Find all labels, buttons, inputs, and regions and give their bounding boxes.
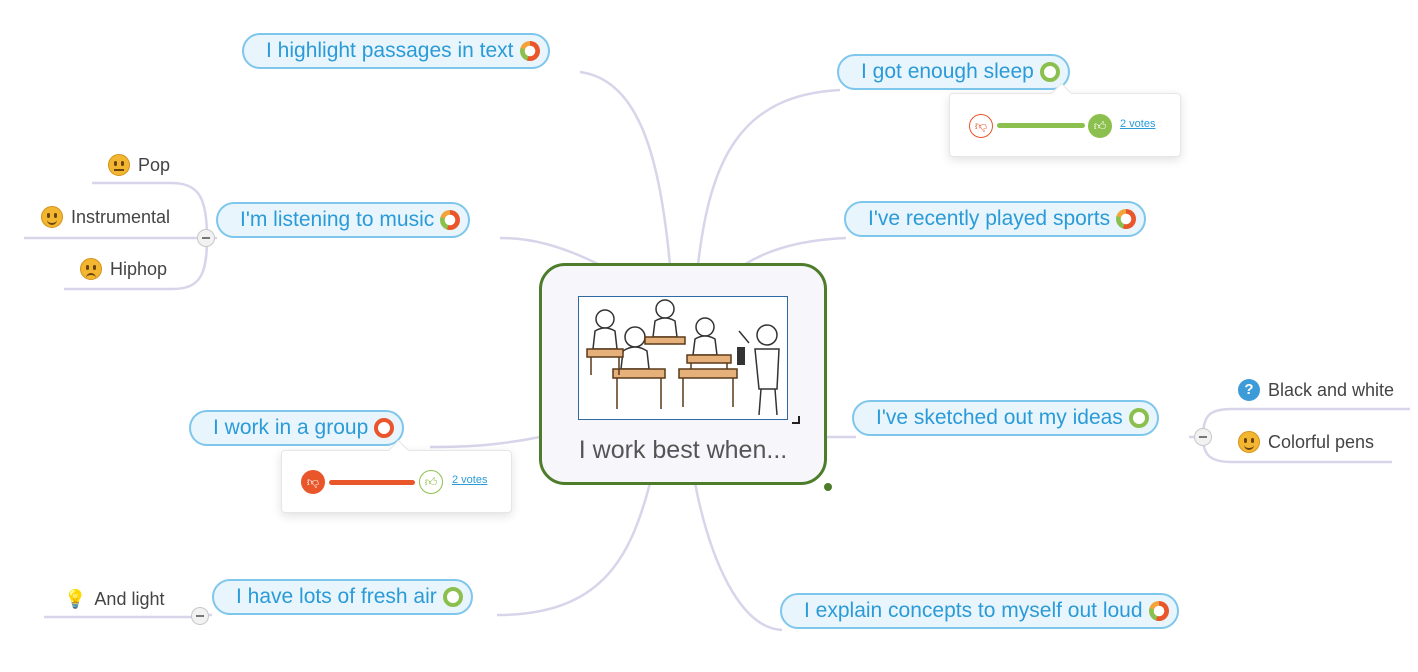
image-resize-handle[interactable]	[792, 416, 800, 424]
subtopic-label: Pop	[138, 154, 171, 175]
topic-label: I work in a group	[213, 416, 369, 439]
topic-group[interactable]: I work in a group	[189, 410, 405, 446]
topic-label: I highlight passages in text	[266, 39, 514, 62]
thumbs-down-icon[interactable]: 👎︎	[301, 470, 325, 494]
progress-ring-icon[interactable]	[519, 41, 540, 61]
neutral-face-icon	[108, 154, 130, 176]
subtopic-label: Colorful pens	[1268, 431, 1375, 452]
smiley-icon	[1238, 431, 1260, 453]
topic-sketched[interactable]: I've sketched out my ideas	[852, 400, 1159, 436]
topic-highlight[interactable]: I highlight passages in text	[242, 33, 550, 69]
subtopic-pop[interactable]: Pop	[108, 150, 170, 180]
subtopic-colorful[interactable]: Colorful pens	[1238, 427, 1374, 457]
classroom-illustration	[586, 299, 780, 416]
topic-sleep[interactable]: I got enough sleep	[837, 54, 1070, 90]
progress-ring-icon[interactable]	[374, 418, 395, 438]
vote-popup-group: 👎︎ 👍︎ 2 votes	[281, 439, 512, 513]
vote-popup-sleep: 👎︎ 👍︎ 2 votes	[949, 82, 1181, 157]
thumbs-up-icon[interactable]: 👍︎	[419, 470, 443, 494]
vote-result-bar	[329, 480, 415, 485]
thumbs-down-icon[interactable]: 👎︎	[969, 114, 993, 138]
smiley-icon	[41, 206, 63, 228]
central-connect-handle[interactable]	[824, 483, 832, 491]
topic-label: I have lots of fresh air	[236, 585, 437, 608]
collapse-icon[interactable]	[191, 607, 209, 625]
topic-sports[interactable]: I've recently played sports	[844, 201, 1147, 237]
progress-ring-icon[interactable]	[440, 210, 461, 230]
topic-music[interactable]: I'm listening to music	[216, 202, 471, 238]
collapse-icon[interactable]	[1194, 428, 1212, 446]
progress-ring-icon[interactable]	[1116, 209, 1137, 229]
topic-label: I explain concepts to myself out loud	[804, 599, 1143, 622]
collapse-icon[interactable]	[197, 229, 215, 247]
subtopic-label: Black and white	[1268, 379, 1395, 400]
subtopic-hiphop[interactable]: Hiphop	[80, 254, 167, 284]
subtopic-instrumental[interactable]: Instrumental	[41, 202, 170, 232]
topic-fresh-air[interactable]: I have lots of fresh air	[212, 579, 473, 615]
topic-label: I've recently played sports	[868, 207, 1111, 230]
thumbs-up-icon[interactable]: 👍︎	[1088, 114, 1112, 138]
progress-ring-icon[interactable]	[1039, 62, 1060, 82]
subtopic-label: Hiphop	[110, 258, 168, 279]
votes-count-link[interactable]: 2 votes	[452, 474, 488, 486]
subtopic-black-white[interactable]: ? Black and white	[1238, 375, 1394, 405]
progress-ring-icon[interactable]	[1148, 601, 1169, 621]
subtopic-label: And light	[94, 588, 165, 609]
topic-label: I'm listening to music	[240, 208, 435, 231]
topic-label: I've sketched out my ideas	[876, 406, 1123, 429]
classroom-image[interactable]	[578, 296, 788, 420]
central-topic[interactable]: I work best when...	[539, 263, 832, 491]
topic-label: I got enough sleep	[861, 60, 1034, 83]
laptop-shape	[737, 347, 745, 365]
topic-explain[interactable]: I explain concepts to myself out loud	[780, 593, 1179, 629]
question-icon: ?	[1238, 379, 1260, 401]
subtopic-label: Instrumental	[71, 206, 171, 227]
central-topic-title: I work best when...	[578, 436, 788, 464]
lightbulb-icon: 💡	[64, 588, 87, 609]
votes-count-link[interactable]: 2 votes	[1120, 118, 1156, 130]
subtopic-and-light[interactable]: 💡 And light	[64, 584, 164, 614]
sad-face-icon	[80, 258, 102, 280]
progress-ring-icon[interactable]	[1128, 408, 1149, 428]
progress-ring-icon[interactable]	[442, 587, 463, 607]
vote-result-bar	[997, 123, 1085, 128]
